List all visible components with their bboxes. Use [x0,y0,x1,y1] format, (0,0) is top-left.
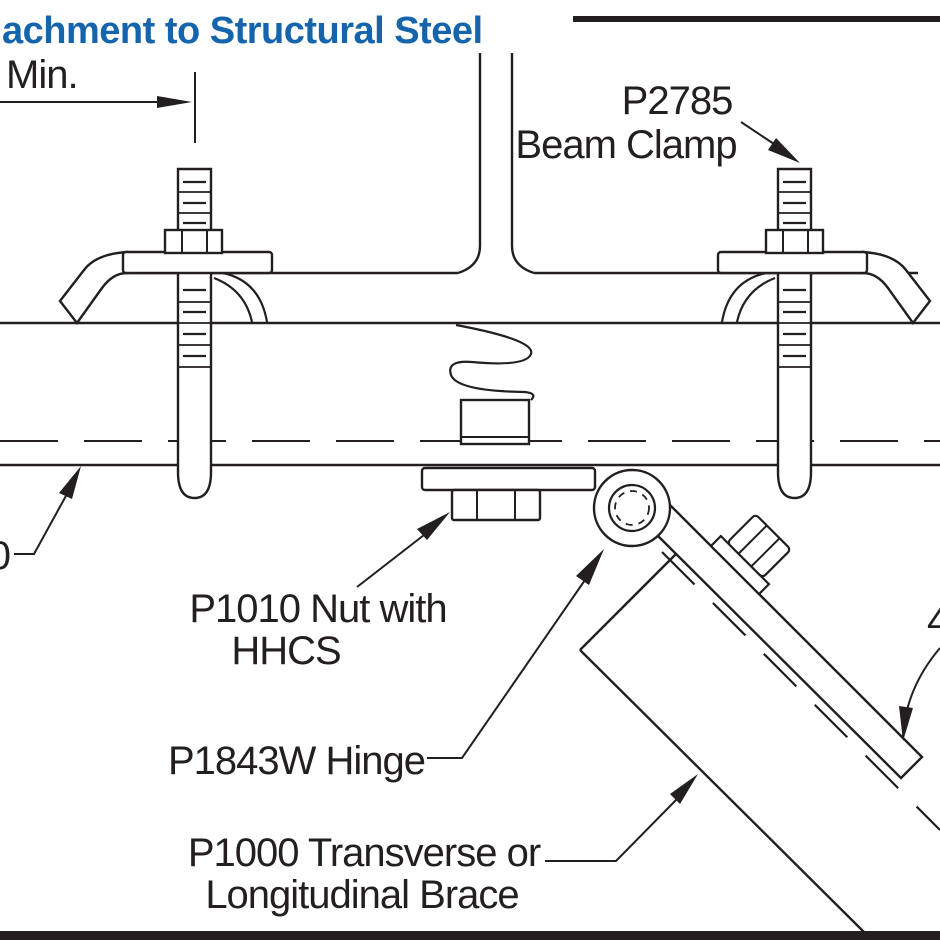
hinge-plate [420,466,597,492]
web-left-edge [457,53,482,275]
nut-label-line1: P1010 Nut with [189,587,446,631]
footer-rule [0,931,940,940]
rod-segment-lines [778,191,811,368]
clamp-rear-jaw [213,271,269,323]
hex-nut-facets [782,230,809,253]
hinge-label: P1843W Hinge [168,739,425,783]
brace-hidden-edge-dashed [661,551,940,831]
brace-surface [580,554,940,940]
nut-label-line2: HHCS [231,629,340,673]
hex-nut-facets [181,230,208,253]
beam-clamp-arrowhead [768,138,800,163]
nut-leader [356,534,425,588]
min-dimension-label: Min. [6,53,78,97]
bolt-head [727,514,791,578]
left-partial-leader [14,493,68,555]
nut-arrowhead [417,512,450,540]
hinge-knuckle-inner [607,483,657,533]
clamp-hook [861,250,932,326]
angle-arc-leader [902,647,940,737]
hhcs-facets [476,490,516,520]
left-beam-clamp [58,228,274,326]
clamp-top-plate [121,250,274,275]
brace-bottom-edge [579,649,871,939]
clamp-hook [58,250,129,326]
left-partial-arrowhead [59,466,81,499]
beam-clamp-label-line2: Beam Clamp [515,123,736,167]
brace-arrowhead [670,774,698,804]
left-partial-label: 0 [0,534,10,578]
angle-arc-arrowhead [899,706,913,741]
right-beam-clamp [716,228,932,326]
header-rule [573,16,940,22]
clamp-top-plate [716,250,869,275]
web-right-edge [510,53,535,275]
min-dimension-arrowhead [157,96,192,108]
hinge-arrowhead [576,549,604,585]
left-clamp-rod [176,167,213,500]
hinge-plate-assembly [420,466,597,522]
brace-label-line1: P1000 Transverse or [188,831,541,875]
hhcs-head [450,488,542,522]
brace-end-face [579,553,677,651]
rod-segment-lines [178,191,211,368]
brace-label-line2: Longitudinal Brace [205,873,518,917]
clamp-hex-nut [764,228,825,255]
rod-thread-marks [183,180,206,358]
angle-partial-label: 4 [927,599,940,643]
hinge-leader [427,579,586,759]
beam-clamp-leader [740,121,775,145]
brace [579,551,940,940]
hinge-pin-hidden-circle [614,490,650,526]
hinge-strap-assembly [592,468,924,780]
bolt-head-facets [737,524,781,568]
annotations [0,72,940,862]
clamp-hex-nut [163,228,224,255]
brace-leader [545,798,678,862]
clamp-rear-jaw [720,271,776,323]
spring-nut-assembly [449,323,535,446]
spring-coil [449,323,535,401]
hinge-knuckle-outer [592,468,672,548]
hinge-bolt [709,514,791,596]
page-title: achment to Structural Steel [2,10,483,52]
right-clamp-rod [776,167,813,500]
beam-clamp-label-line1: P2785 [622,79,733,123]
rod-thread-marks [783,180,806,358]
